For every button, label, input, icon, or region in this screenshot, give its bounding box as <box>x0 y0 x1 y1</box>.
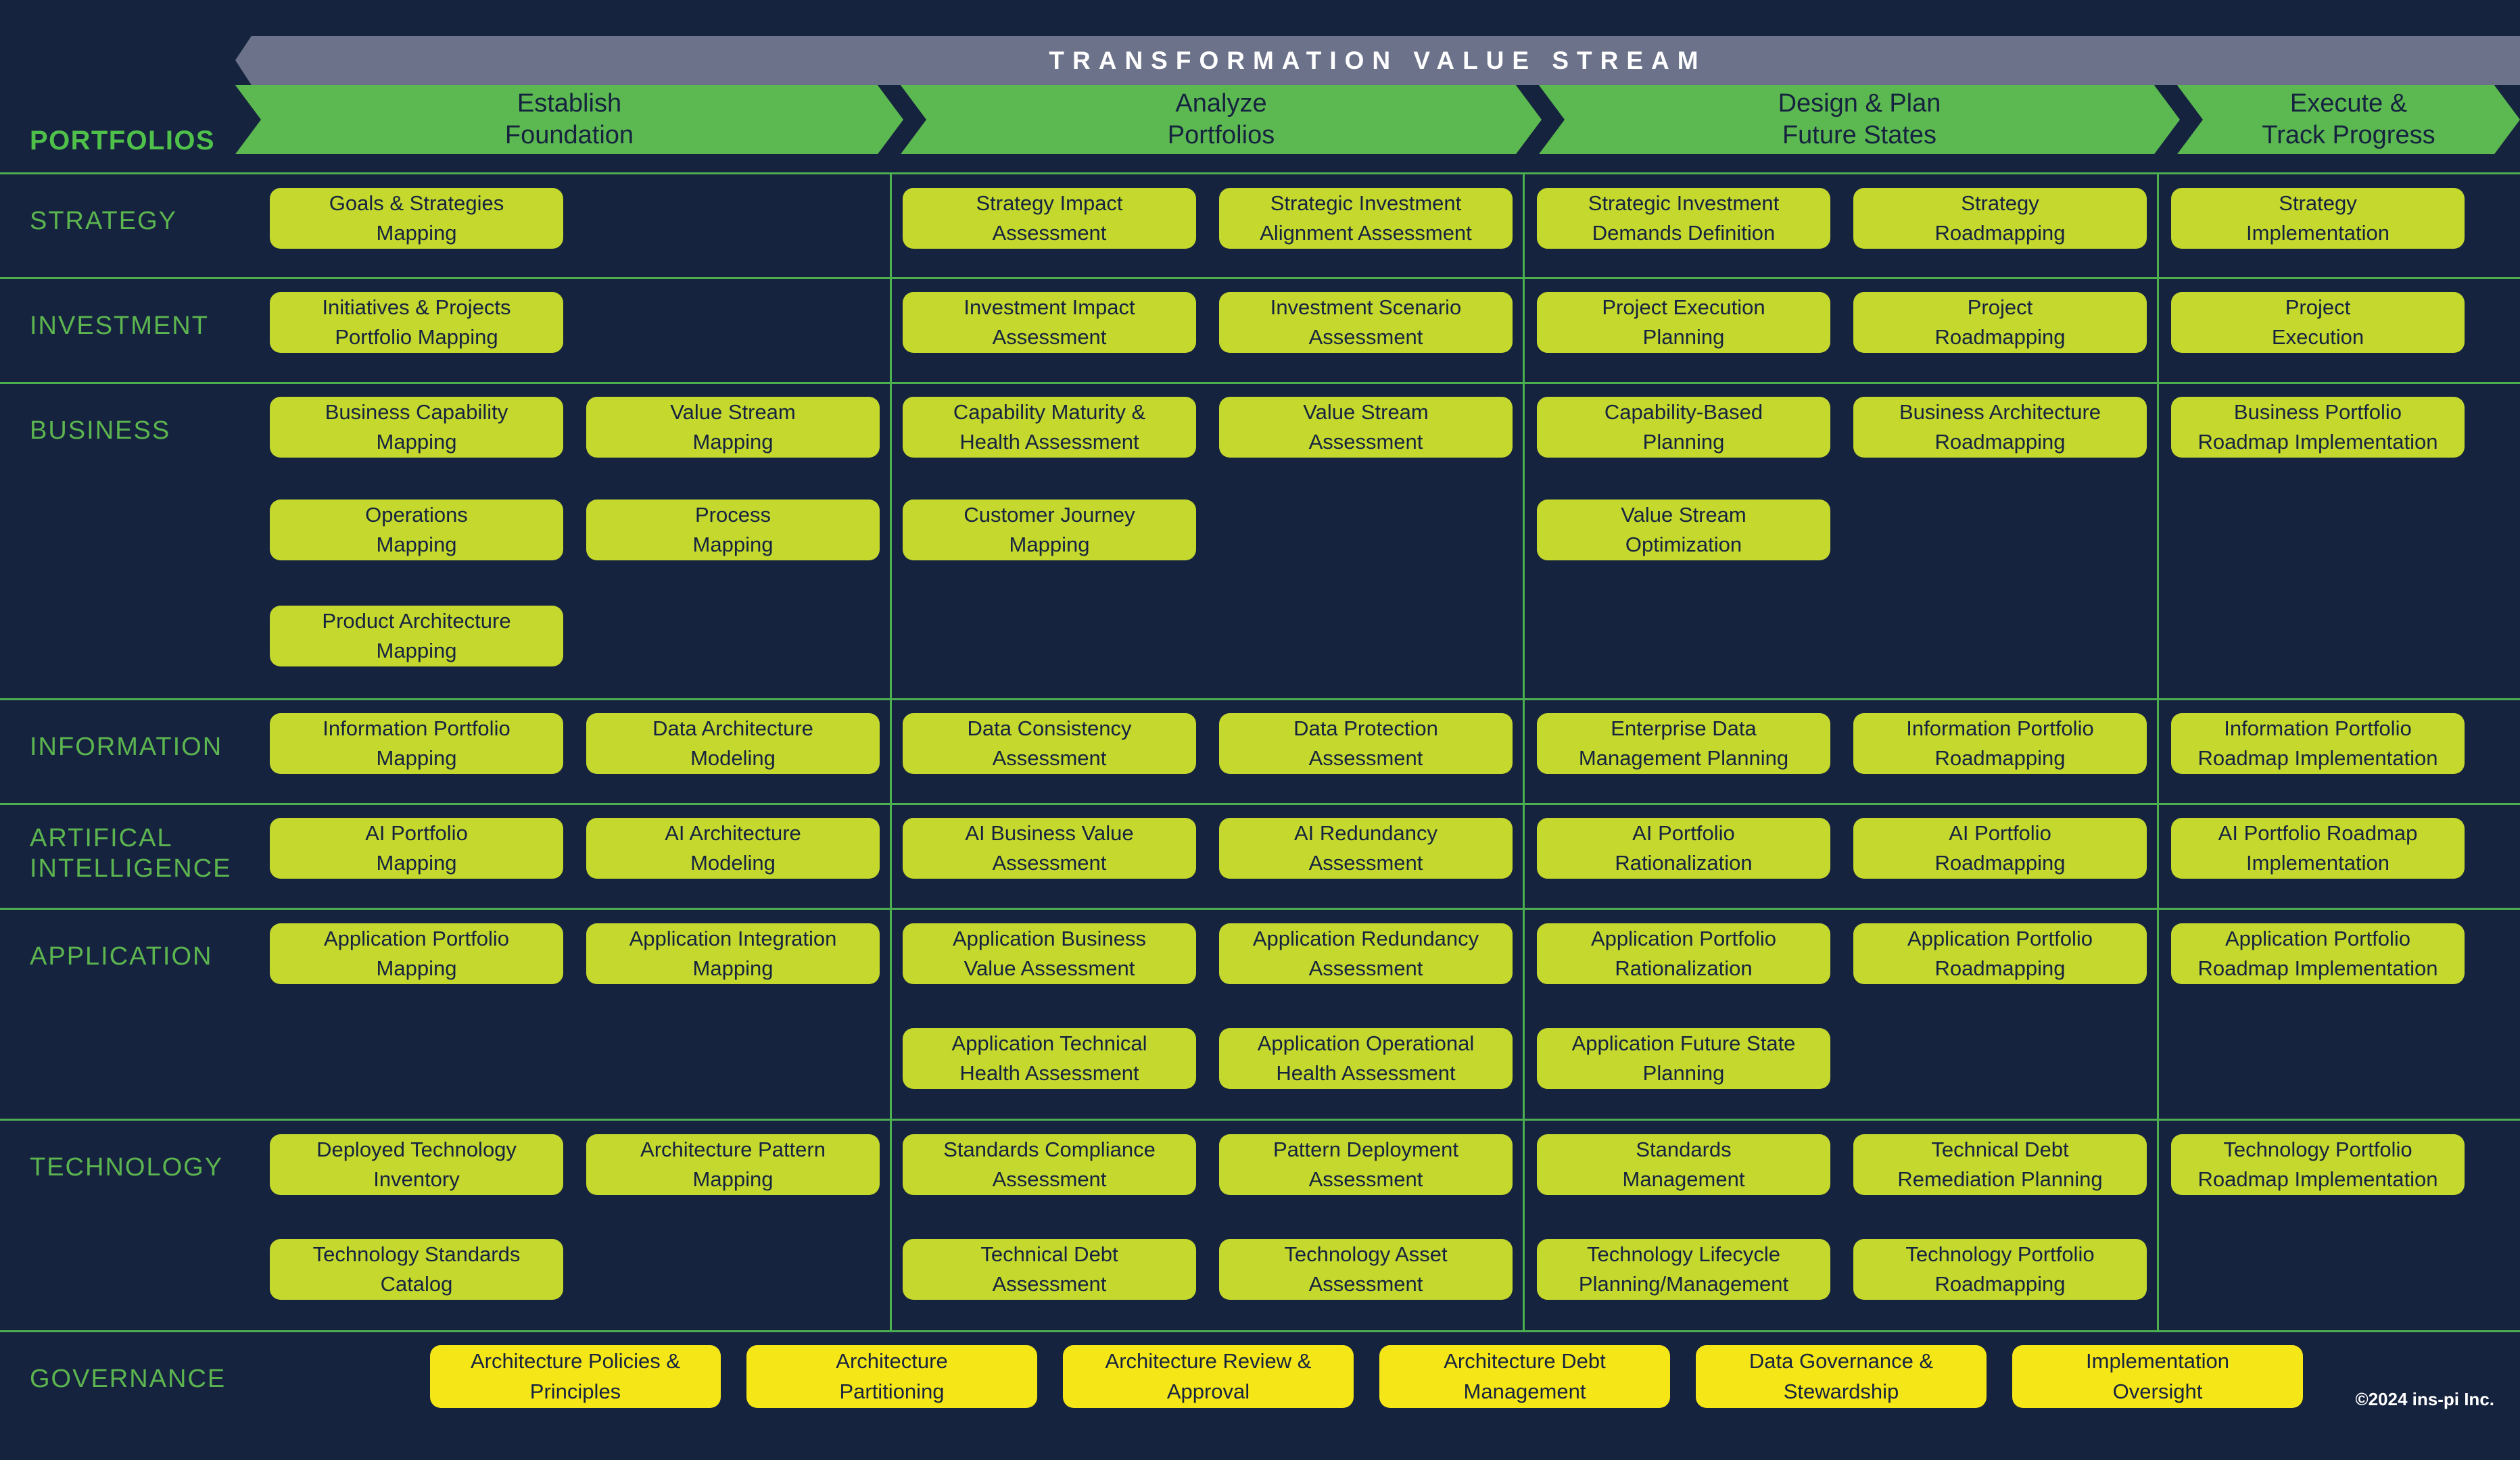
card-application[interactable]: Application Business Value Assessment <box>903 923 1196 984</box>
phase-arrow-execute-track-progress[interactable]: Execute & Track Progress <box>2177 85 2520 154</box>
banner-title: TRANSFORMATION VALUE STREAM <box>1049 46 1707 74</box>
card-investment[interactable]: Project Roadmapping <box>1853 292 2147 353</box>
card-technology[interactable]: Standards Compliance Assessment <box>903 1134 1196 1195</box>
grid-hline <box>0 172 2520 174</box>
card-governance[interactable]: Architecture Review & Approval <box>1063 1345 1354 1408</box>
grid-hline <box>0 1119 2520 1121</box>
grid-hline <box>0 698 2520 700</box>
card-information[interactable]: Information Portfolio Roadmapping <box>1853 713 2147 774</box>
card-technology[interactable]: Architecture Pattern Mapping <box>586 1134 880 1195</box>
row-label-application: APPLICATION <box>30 942 213 971</box>
card-strategy[interactable]: Goals & Strategies Mapping <box>270 188 563 249</box>
card-ai[interactable]: AI Portfolio Roadmapping <box>1853 818 2147 879</box>
card-business[interactable]: Process Mapping <box>586 500 880 560</box>
card-application[interactable]: Application Technical Health Assessment <box>903 1028 1196 1089</box>
card-investment[interactable]: Project Execution Planning <box>1537 292 1830 353</box>
grid-hline <box>0 803 2520 805</box>
card-business[interactable]: Operations Mapping <box>270 500 563 560</box>
card-ai[interactable]: AI Business Value Assessment <box>903 818 1196 879</box>
copyright-text: ©2024 ins-pi Inc. <box>2355 1389 2494 1409</box>
phase-arrow-establish-foundation[interactable]: Establish Foundation <box>235 85 903 154</box>
card-business[interactable]: Business Architecture Roadmapping <box>1853 397 2147 458</box>
grid-hline <box>0 382 2520 384</box>
card-technology[interactable]: Technical Debt Assessment <box>903 1239 1196 1300</box>
card-application[interactable]: Application Portfolio Mapping <box>270 923 563 984</box>
card-ai[interactable]: AI Architecture Modeling <box>586 818 880 879</box>
card-application[interactable]: Application Portfolio Roadmap Implementa… <box>2171 923 2465 984</box>
card-governance[interactable]: Architecture Debt Management <box>1379 1345 1670 1408</box>
grid-hline <box>0 908 2520 910</box>
card-business[interactable]: Customer Journey Mapping <box>903 500 1196 560</box>
card-governance[interactable]: Architecture Partitioning <box>746 1345 1037 1408</box>
card-technology[interactable]: Technology Lifecycle Planning/Management <box>1537 1239 1830 1300</box>
card-information[interactable]: Information Portfolio Roadmap Implementa… <box>2171 713 2465 774</box>
card-application[interactable]: Application Redundancy Assessment <box>1219 923 1513 984</box>
card-investment[interactable]: Project Execution <box>2171 292 2465 353</box>
card-governance[interactable]: Implementation Oversight <box>2012 1345 2303 1408</box>
phase-arrow-design-plan-future-states[interactable]: Design & Plan Future States <box>1539 85 2180 154</box>
row-label-business: BUSINESS <box>30 416 171 445</box>
card-application[interactable]: Application Integration Mapping <box>586 923 880 984</box>
card-ai[interactable]: AI Portfolio Rationalization <box>1537 818 1830 879</box>
card-information[interactable]: Data Architecture Modeling <box>586 713 880 774</box>
card-strategy[interactable]: Strategy Roadmapping <box>1853 188 2147 249</box>
card-strategy[interactable]: Strategy Impact Assessment <box>903 188 1196 249</box>
row-label-information: INFORMATION <box>30 733 223 761</box>
phase-arrow-analyze-portfolios[interactable]: Analyze Portfolios <box>901 85 1542 154</box>
card-technology[interactable]: Standards Management <box>1537 1134 1830 1195</box>
card-strategy[interactable]: Strategy Implementation <box>2171 188 2465 249</box>
row-label-investment: INVESTMENT <box>30 312 209 340</box>
card-technology[interactable]: Deployed Technology Inventory <box>270 1134 563 1195</box>
row-label-strategy: STRATEGY <box>30 207 177 235</box>
card-investment[interactable]: Investment Scenario Assessment <box>1219 292 1513 353</box>
grid-hline <box>0 277 2520 279</box>
row-label-technology: TECHNOLOGY <box>30 1153 224 1182</box>
card-technology[interactable]: Technology Standards Catalog <box>270 1239 563 1300</box>
row-label-governance: GOVERNANCE <box>30 1365 227 1393</box>
card-information[interactable]: Enterprise Data Management Planning <box>1537 713 1830 774</box>
grid-vline <box>890 172 892 1330</box>
card-business[interactable]: Business Capability Mapping <box>270 397 563 458</box>
card-business[interactable]: Capability Maturity & Health Assessment <box>903 397 1196 458</box>
card-application[interactable]: Application Portfolio Roadmapping <box>1853 923 2147 984</box>
row-label-artifical-intelligence: ARTIFICAL INTELLIGENCE <box>30 824 232 883</box>
card-business[interactable]: Value Stream Assessment <box>1219 397 1513 458</box>
card-governance[interactable]: Data Governance & Stewardship <box>1696 1345 1987 1408</box>
card-business[interactable]: Product Architecture Mapping <box>270 606 563 666</box>
card-ai[interactable]: AI Portfolio Roadmap Implementation <box>2171 818 2465 879</box>
card-technology[interactable]: Technology Portfolio Roadmapping <box>1853 1239 2147 1300</box>
card-application[interactable]: Application Future State Planning <box>1537 1028 1830 1089</box>
card-ai[interactable]: AI Redundancy Assessment <box>1219 818 1513 879</box>
card-technology[interactable]: Pattern Deployment Assessment <box>1219 1134 1513 1195</box>
card-strategy[interactable]: Strategic Investment Alignment Assessmen… <box>1219 188 1513 249</box>
card-information[interactable]: Data Protection Assessment <box>1219 713 1513 774</box>
card-information[interactable]: Information Portfolio Mapping <box>270 713 563 774</box>
card-business[interactable]: Business Portfolio Roadmap Implementatio… <box>2171 397 2465 458</box>
card-business[interactable]: Capability-Based Planning <box>1537 397 1830 458</box>
card-governance[interactable]: Architecture Policies & Principles <box>430 1345 721 1408</box>
card-technology[interactable]: Technology Portfolio Roadmap Implementat… <box>2171 1134 2465 1195</box>
row-label-portfolios: PORTFOLIOS <box>30 126 215 155</box>
card-business[interactable]: Value Stream Mapping <box>586 397 880 458</box>
card-technology[interactable]: Technical Debt Remediation Planning <box>1853 1134 2147 1195</box>
card-investment[interactable]: Investment Impact Assessment <box>903 292 1196 353</box>
card-information[interactable]: Data Consistency Assessment <box>903 713 1196 774</box>
grid-hline <box>0 1330 2520 1332</box>
grid-vline <box>2157 172 2159 1330</box>
banner: TRANSFORMATION VALUE STREAM <box>235 36 2520 85</box>
card-business[interactable]: Value Stream Optimization <box>1537 500 1830 560</box>
card-application[interactable]: Application Portfolio Rationalization <box>1537 923 1830 984</box>
grid-vline <box>1523 172 1525 1330</box>
card-strategy[interactable]: Strategic Investment Demands Definition <box>1537 188 1830 249</box>
card-investment[interactable]: Initiatives & Projects Portfolio Mapping <box>270 292 563 353</box>
card-application[interactable]: Application Operational Health Assessmen… <box>1219 1028 1513 1089</box>
card-technology[interactable]: Technology Asset Assessment <box>1219 1239 1513 1300</box>
card-ai[interactable]: AI Portfolio Mapping <box>270 818 563 879</box>
